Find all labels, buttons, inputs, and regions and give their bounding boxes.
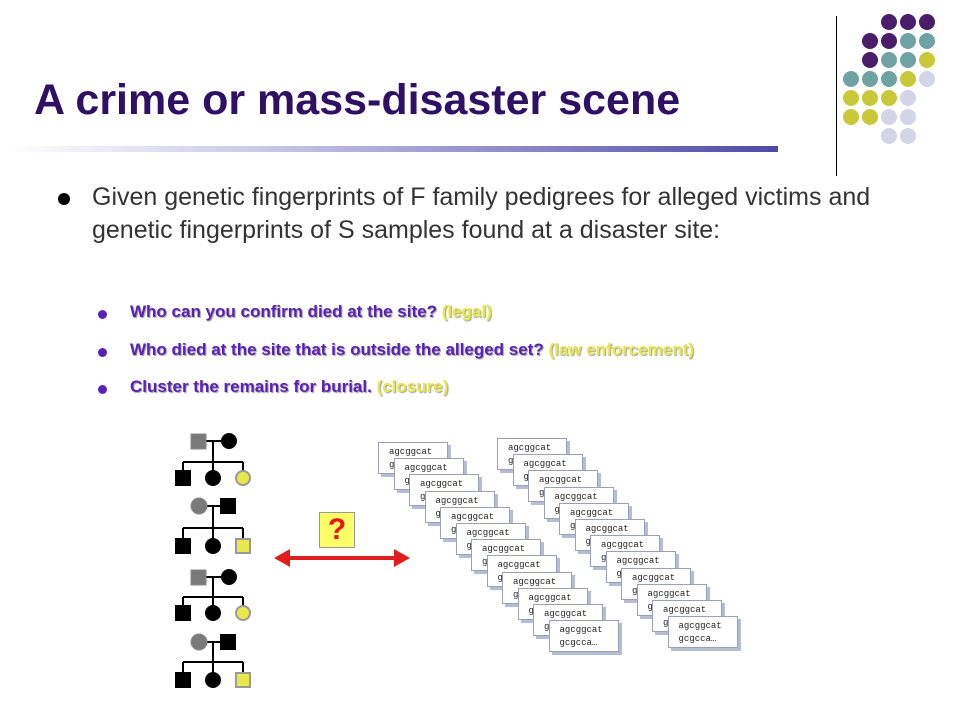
sub-bullet-2: Who died at the site that is outside the… [130, 340, 694, 360]
main-bullet-dot [58, 193, 70, 205]
sub-bullet-3-highlight: (closure) [376, 377, 449, 396]
decor-dot [843, 109, 859, 125]
decor-vertical-line [836, 16, 837, 176]
sequence-card: agcggcat gcgcca… [667, 616, 738, 649]
decor-dot [881, 52, 897, 68]
sequence-line-1: agcggcat [508, 443, 552, 453]
title-underline [8, 146, 778, 152]
sub-bullet-dot [98, 348, 107, 357]
decor-dot [881, 109, 897, 125]
sequence-card: agcggcat gcgcca… [548, 620, 619, 653]
question-mark-box: ? [319, 512, 355, 548]
sequence-line-1: agcggcat [539, 475, 583, 486]
decor-dot [900, 71, 916, 87]
sequence-line-1: agcggcat [523, 459, 567, 470]
sub-bullet-dot [98, 385, 107, 394]
sub-bullet-3: Cluster the remains for burial. (closure… [130, 377, 448, 397]
decor-dot [900, 33, 916, 49]
decor-dot [919, 33, 935, 49]
slide-title: A crime or mass-disaster scene [34, 76, 681, 124]
sequence-line-1: agcggcat [559, 625, 603, 636]
sub-bullet-2-text: Who died at the site that is outside the… [130, 340, 549, 359]
pedigree-4 [175, 633, 251, 688]
sequence-line-1: agcggcat [513, 576, 557, 587]
sub-bullet-1-text: Who can you confirm died at the site? [130, 302, 442, 321]
decor-dot [881, 14, 897, 30]
decor-dot [862, 90, 878, 106]
sequence-line-1: agcggcat [404, 463, 448, 474]
sequence-line-1: agcggcat [616, 556, 660, 567]
decor-dot [900, 90, 916, 106]
decor-dot [919, 14, 935, 30]
decor-dot [862, 109, 878, 125]
decor-dot [862, 52, 878, 68]
sub-bullet-dot [98, 310, 107, 319]
sub-bullet-2-highlight: (law enforcement) [548, 340, 694, 359]
decor-dot [900, 14, 916, 30]
sequence-line-1: agcggcat [601, 540, 645, 551]
main-bullet-text: Given genetic fingerprints of F family p… [92, 183, 871, 244]
sequence-line-1: agcggcat [497, 560, 541, 571]
sequence-line-1: agcggcat [554, 491, 598, 502]
sequence-line-1: agcggcat [528, 592, 572, 603]
sequence-line-1: agcggcat [451, 511, 495, 522]
sequence-line-1: agcggcat [466, 528, 510, 538]
decor-dot [843, 71, 859, 87]
sequence-line-1: agcggcat [482, 544, 526, 555]
pedigree-1 [175, 433, 251, 486]
sequence-line-1: agcggcat [647, 588, 691, 599]
sequence-line-1: agcggcat [632, 572, 676, 583]
pedigree-3 [175, 569, 251, 621]
sequence-line-1: agcggcat [570, 507, 614, 518]
decor-dot [881, 90, 897, 106]
sequence-line-1: agcggcat [663, 605, 707, 615]
decor-dot [862, 33, 878, 49]
double-headed-arrow-icon [274, 549, 410, 567]
sequence-line-1: agcggcat [389, 447, 433, 457]
sequence-line-2: gcgcca… [559, 638, 598, 649]
sub-bullet-1: Who can you confirm died at the site? (l… [130, 302, 492, 322]
decor-dot [881, 71, 897, 87]
sequence-line-1: agcggcat [585, 524, 629, 534]
sequence-line-1: agcggcat [435, 495, 479, 506]
pedigree-2 [175, 497, 251, 554]
decor-dot [900, 109, 916, 125]
sequence-line-1: agcggcat [544, 609, 588, 619]
decor-dot [900, 52, 916, 68]
sequence-line-2: gcgcca… [678, 634, 717, 645]
sequence-line-1: agcggcat [678, 621, 722, 632]
decor-dot [881, 33, 897, 49]
sub-bullet-3-text: Cluster the remains for burial. [130, 377, 377, 396]
decor-dot [919, 71, 935, 87]
decor-dot [919, 52, 935, 68]
decor-dot [843, 90, 859, 106]
sub-bullet-1-highlight: (legal) [441, 302, 492, 321]
sequence-line-1: agcggcat [420, 479, 464, 490]
decor-dot [900, 128, 916, 144]
decor-dot [881, 128, 897, 144]
decor-dot [862, 71, 878, 87]
